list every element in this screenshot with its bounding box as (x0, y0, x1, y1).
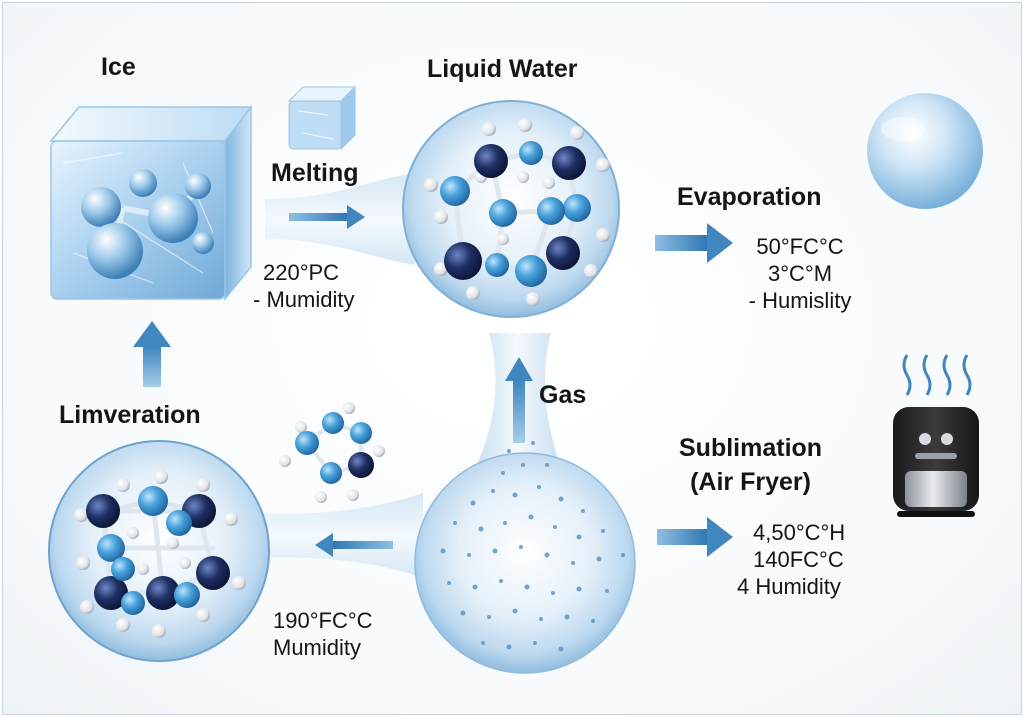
evaporation-arrow (655, 223, 733, 263)
limveration-note-line: Mumidity (273, 635, 362, 660)
sublimation-label-line2: (Air Fryer) (690, 468, 811, 496)
melting-notes: 220°PC - Mumidity (253, 259, 354, 313)
melting-note-line: 220°PC (263, 260, 340, 285)
ice-label: Ice (101, 53, 136, 81)
limveration-label: Limveration (59, 401, 201, 429)
gas-particles (440, 441, 625, 652)
sublimation-arrow (657, 517, 733, 557)
limveration-up-arrow (133, 321, 171, 387)
vapor-sphere (867, 93, 983, 209)
gas-label: Gas (539, 381, 587, 409)
phase-diagram-graphic (48, 85, 983, 674)
gas-up-arrow (505, 357, 533, 443)
evaporation-note-line: - Humislity (748, 288, 852, 313)
evaporation-notes: 50°FC°C 3°C°M - Humislity (735, 233, 865, 314)
sublimation-label-line1: Sublimation (679, 434, 823, 462)
small-ice-cube-icon (287, 85, 357, 151)
evaporation-note-line: 50°FC°C (756, 234, 844, 259)
limveration-note-line: 190°FC°C (273, 608, 373, 633)
limveration-connector (253, 493, 423, 578)
sublimation-note-line: 4,50°C°H (753, 520, 846, 545)
sublimation-label: Sublimation (Air Fryer) (679, 431, 822, 499)
limveration-molecules (74, 470, 246, 638)
evaporation-label: Evaporation (677, 183, 822, 211)
limveration-left-arrow (315, 533, 393, 557)
air-fryer-icon (893, 354, 979, 517)
liquid-water-molecules (424, 118, 610, 306)
sublimation-note-line: 4 Humidity (737, 574, 841, 599)
liquid-water-label: Liquid Water (427, 55, 578, 83)
sublimation-notes: 4,50°C°H 140FC°C 4 Humidity (735, 519, 845, 600)
gas-bubble (414, 452, 636, 674)
melting-note-line: - Mumidity (253, 287, 355, 312)
sublimation-note-line: 140FC°C (753, 547, 844, 572)
melting-label: Melting (271, 159, 359, 187)
ice-cube (49, 104, 253, 302)
floating-molecule-cluster (279, 402, 385, 503)
limveration-notes: 190°FC°C Mumidity (273, 607, 373, 661)
evaporation-note-line: 3°C°M (767, 261, 833, 286)
melting-arrow (289, 205, 365, 229)
